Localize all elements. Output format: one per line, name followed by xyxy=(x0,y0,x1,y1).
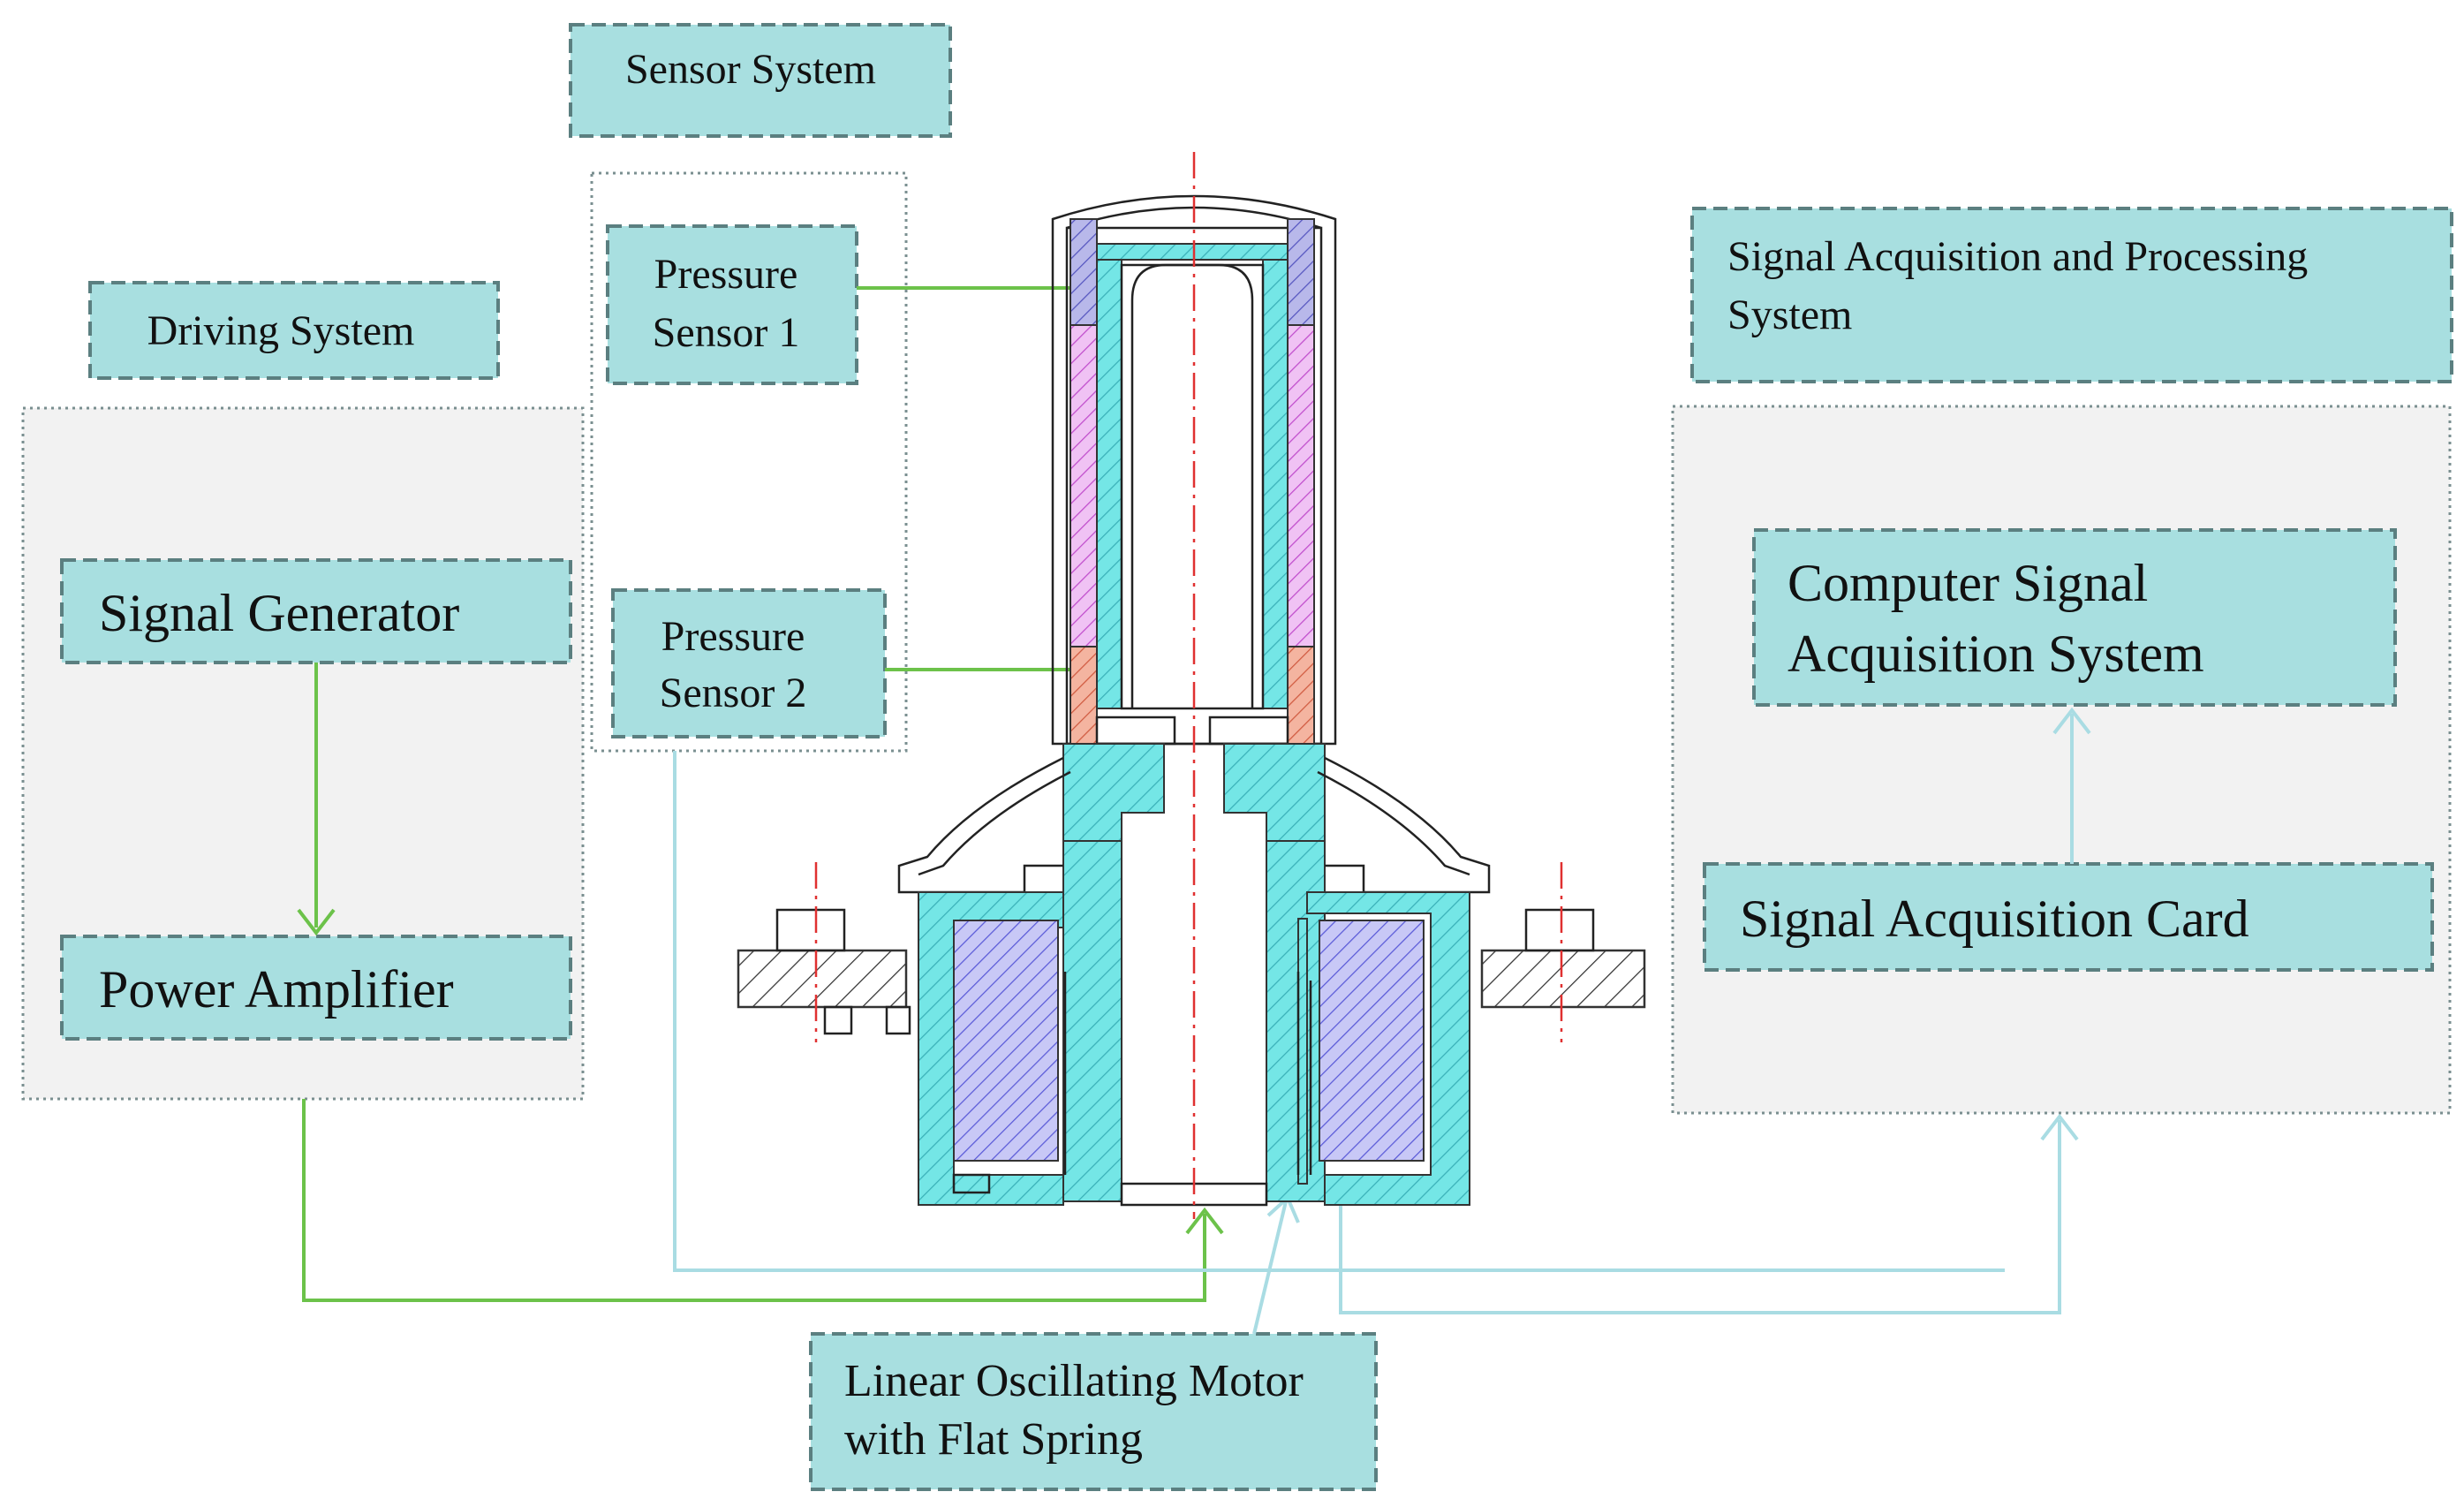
card-to-computer-head xyxy=(2052,707,2091,735)
motor-signal-line xyxy=(1339,1120,2061,1314)
signal-system-title: Signal Acquisition and Processing System xyxy=(1690,207,2453,383)
pressure-sensor-1-line1: Pressure xyxy=(654,251,798,298)
sensor-system-panel xyxy=(590,171,908,753)
sensor-system-title: Sensor System xyxy=(569,23,952,138)
pressure-sensor-2-block: Pressure Sensor 2 xyxy=(611,588,887,738)
pressure-sensor-1-line2: Sensor 1 xyxy=(653,309,800,356)
motor-label-line2: with Flat Spring xyxy=(844,1414,1143,1465)
motor-pointer xyxy=(1252,1200,1288,1335)
computer-signal-line2: Acquisition System xyxy=(1788,625,2204,683)
computer-signal-line1: Computer Signal xyxy=(1788,554,2148,612)
signal-generator-label: Signal Generator xyxy=(99,584,459,642)
acquisition-card-block: Signal Acquisition Card xyxy=(1703,862,2434,972)
amplifier-to-motor-arrow xyxy=(302,1099,1224,1302)
pressure-sensor-2-line2: Sensor 2 xyxy=(660,670,807,716)
sensor-signal-line xyxy=(673,751,2005,1272)
signal-generator-block: Signal Generator xyxy=(60,558,572,664)
power-amplifier-label: Power Amplifier xyxy=(99,960,454,1019)
driving-system-title: Driving System xyxy=(88,281,500,380)
signal-system-label-line2: System xyxy=(1727,292,1852,338)
motor-cross-section xyxy=(737,152,1646,1219)
computer-signal-block: Computer Signal Acquisition System xyxy=(1752,528,2397,707)
generator-to-amplifier-arrow xyxy=(297,663,336,936)
sensor-system-label: Sensor System xyxy=(625,46,876,93)
pressure-sensor-2-line1: Pressure xyxy=(661,613,805,660)
signal-system-panel xyxy=(1671,405,2452,1115)
driving-system-label: Driving System xyxy=(147,307,415,354)
motor-block: Linear Oscillating Motor with Flat Sprin… xyxy=(809,1332,1378,1491)
signal-system-label-line1: Signal Acquisition and Processing xyxy=(1727,233,2308,280)
pressure-sensor-1-block: Pressure Sensor 1 xyxy=(606,224,858,385)
power-amplifier-block: Power Amplifier xyxy=(60,935,572,1041)
motor-label-line1: Linear Oscillating Motor xyxy=(844,1356,1304,1406)
panel-arrowhead xyxy=(2040,1113,2079,1141)
acquisition-card-label: Signal Acquisition Card xyxy=(1740,890,2249,948)
